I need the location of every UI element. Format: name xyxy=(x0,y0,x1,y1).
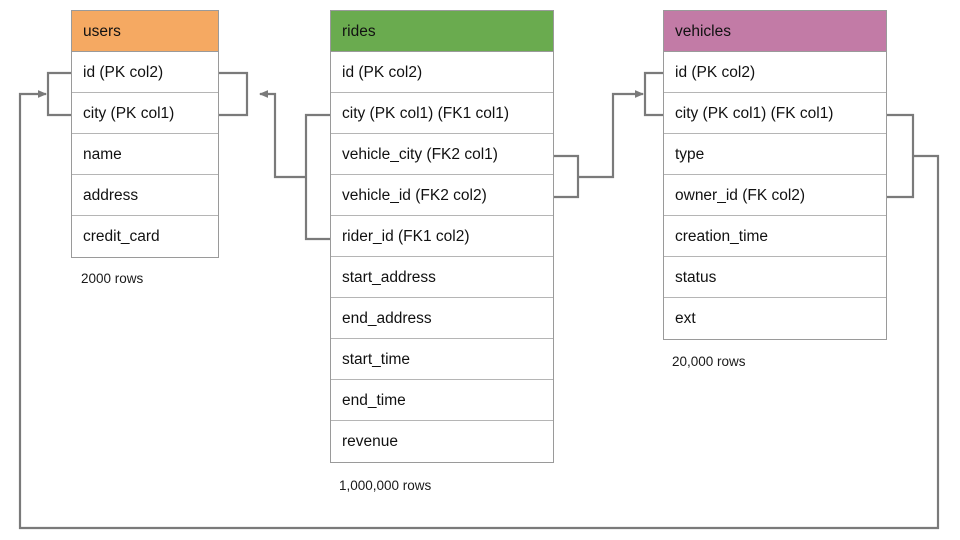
table-rides-row-count: 1,000,000 rows xyxy=(339,478,432,493)
table-vehicles-field-owner-id[interactable]: owner_id (FK col2) xyxy=(664,175,886,216)
table-vehicles-field-status[interactable]: status xyxy=(664,257,886,298)
table-rides-field-rider-id[interactable]: rider_id (FK1 col2) xyxy=(331,216,553,257)
table-rides-header: rides xyxy=(330,10,554,52)
connector-rides-fk1-to-users xyxy=(259,90,306,179)
connector-vehicles-left-bracket xyxy=(643,71,663,117)
table-vehicles-field-city[interactable]: city (PK col1) (FK col1) xyxy=(664,93,886,134)
connector-rides-fk1-bracket xyxy=(304,113,330,241)
connector-users-left-bracket xyxy=(46,71,71,117)
table-vehicles[interactable]: vehicles id (PK col2) city (PK col1) (FK… xyxy=(663,10,887,340)
connector-vehicles-fk-bracket xyxy=(887,113,915,199)
table-users-header: users xyxy=(71,10,219,52)
table-vehicles-field-id[interactable]: id (PK col2) xyxy=(664,52,886,93)
table-rides-field-start-time[interactable]: start_time xyxy=(331,339,553,380)
table-users[interactable]: users id (PK col2) city (PK col1) name a… xyxy=(71,10,219,258)
table-vehicles-header: vehicles xyxy=(663,10,887,52)
table-users-field-credit-card[interactable]: credit_card xyxy=(83,228,160,245)
table-vehicles-row-count: 20,000 rows xyxy=(672,354,746,369)
table-users-field-city[interactable]: city (PK col1) xyxy=(72,93,218,134)
table-users-field-name[interactable]: name xyxy=(72,134,218,175)
table-rides-field-vehicle-id[interactable]: vehicle_id (FK2 col2) xyxy=(331,175,553,216)
table-rides-field-vehicle-city[interactable]: vehicle_city (FK2 col1) xyxy=(331,134,553,175)
table-vehicles-field-type[interactable]: type xyxy=(664,134,886,175)
connector-rides-fk2-bracket xyxy=(554,154,580,199)
table-rides-field-id[interactable]: id (PK col2) xyxy=(331,52,553,93)
table-rides-field-city[interactable]: city (PK col1) (FK1 col1) xyxy=(331,93,553,134)
table-rides[interactable]: rides id (PK col2) city (PK col1) (FK1 c… xyxy=(330,10,554,463)
table-rides-field-end-address[interactable]: end_address xyxy=(331,298,553,339)
table-users-field-id[interactable]: id (PK col2) xyxy=(72,52,218,93)
table-rides-field-end-time[interactable]: end_time xyxy=(331,380,553,421)
table-users-field-address[interactable]: address xyxy=(72,175,218,216)
table-users-row-count: 2000 rows xyxy=(81,271,144,286)
table-vehicles-field-creation-time[interactable]: creation_time xyxy=(664,216,886,257)
connector-rides-fk2-to-vehicles xyxy=(578,90,644,179)
connector-users-right-bracket xyxy=(219,71,249,117)
table-rides-field-start-address[interactable]: start_address xyxy=(331,257,553,298)
table-rides-field-revenue[interactable]: revenue xyxy=(342,433,399,450)
table-vehicles-field-ext[interactable]: ext xyxy=(675,310,696,327)
